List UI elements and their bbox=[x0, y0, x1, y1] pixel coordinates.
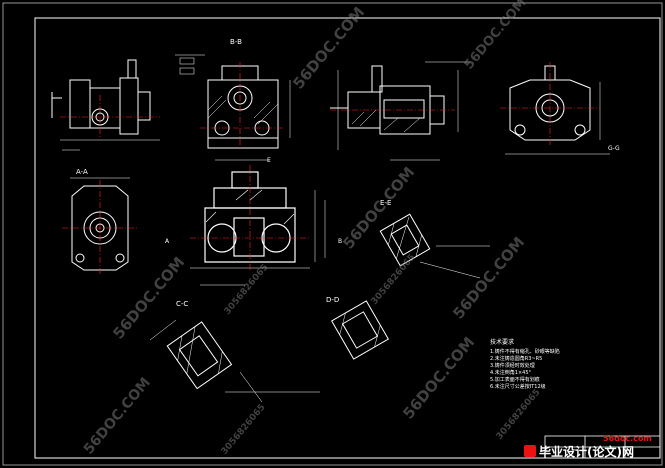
note-1: 1.铸件不得有缩孔、砂眼等缺陷 bbox=[490, 348, 560, 355]
label-section-d-d: D-D bbox=[326, 296, 339, 304]
section-hatching bbox=[351, 109, 421, 133]
brand-site-small: 56doc.com bbox=[603, 434, 652, 443]
note-6: 6.未注尺寸公差按IT12级 bbox=[490, 383, 546, 390]
note-2: 2.未注铸造圆角R3~R5 bbox=[490, 355, 542, 362]
marker-e: E bbox=[267, 157, 271, 164]
view-section-d-d bbox=[330, 300, 390, 360]
marker-right-b: B bbox=[338, 238, 342, 245]
watermark-phone: 3056826065 bbox=[495, 388, 543, 442]
leader-line bbox=[239, 371, 263, 403]
watermark-site: 56DOC.COM bbox=[339, 163, 418, 252]
brand-logo-mark bbox=[524, 445, 536, 457]
label-section-c-c: C-C bbox=[176, 300, 188, 308]
view-top-right bbox=[505, 65, 610, 155]
watermark-site: 56DOC.COM bbox=[399, 333, 478, 422]
marker-left-a: A bbox=[165, 238, 170, 245]
brand-logo: 56doc.com 毕业设计(论文)网 bbox=[524, 434, 652, 459]
leader-line bbox=[419, 261, 481, 279]
section-hatching bbox=[205, 189, 295, 225]
view-section-e-e bbox=[379, 213, 431, 267]
brand-main-text: 毕业设计(论文)网 bbox=[539, 444, 634, 459]
drawing-inner-frame bbox=[34, 17, 661, 459]
note-4: 4.未注倒角1×45° bbox=[490, 369, 532, 376]
watermark-phone: 3056826065 bbox=[220, 403, 268, 457]
view-front bbox=[51, 59, 160, 151]
view-side-section bbox=[330, 61, 470, 161]
watermark-site: 56DOC.COM bbox=[462, 0, 530, 73]
note-5: 5.加工表面不得有划痕 bbox=[490, 376, 540, 383]
watermark-site: 56DOC.COM bbox=[449, 233, 528, 322]
watermark-phone: 3056826065 bbox=[223, 263, 271, 317]
note-3: 3.铸件须经时效处理 bbox=[490, 362, 535, 369]
watermark-phone: 3056826065 bbox=[370, 253, 418, 307]
notes-title: 技术要求 bbox=[490, 338, 514, 346]
view-section-b-b bbox=[175, 54, 291, 161]
view-section-c-c bbox=[166, 321, 233, 390]
label-section-a-a: A-A bbox=[76, 168, 88, 176]
leader-line bbox=[149, 319, 177, 341]
watermark-layer: 56DOC.COM 56DOC.COM 56DOC.COM 56DOC.COM … bbox=[81, 0, 543, 458]
title-block bbox=[544, 435, 661, 459]
watermark-site: 56DOC.COM bbox=[81, 375, 154, 458]
watermark-site: 56DOC.COM bbox=[289, 3, 368, 92]
section-hatching bbox=[207, 95, 279, 125]
label-section-g-g: G-G bbox=[608, 145, 620, 152]
label-section-b-b: B-B bbox=[230, 38, 242, 46]
label-section-e-e: E-E bbox=[380, 199, 391, 207]
technical-notes: 技术要求 1.铸件不得有缩孔、砂眼等缺陷 2.未注铸造圆角R3~R5 3.铸件须… bbox=[490, 338, 560, 390]
